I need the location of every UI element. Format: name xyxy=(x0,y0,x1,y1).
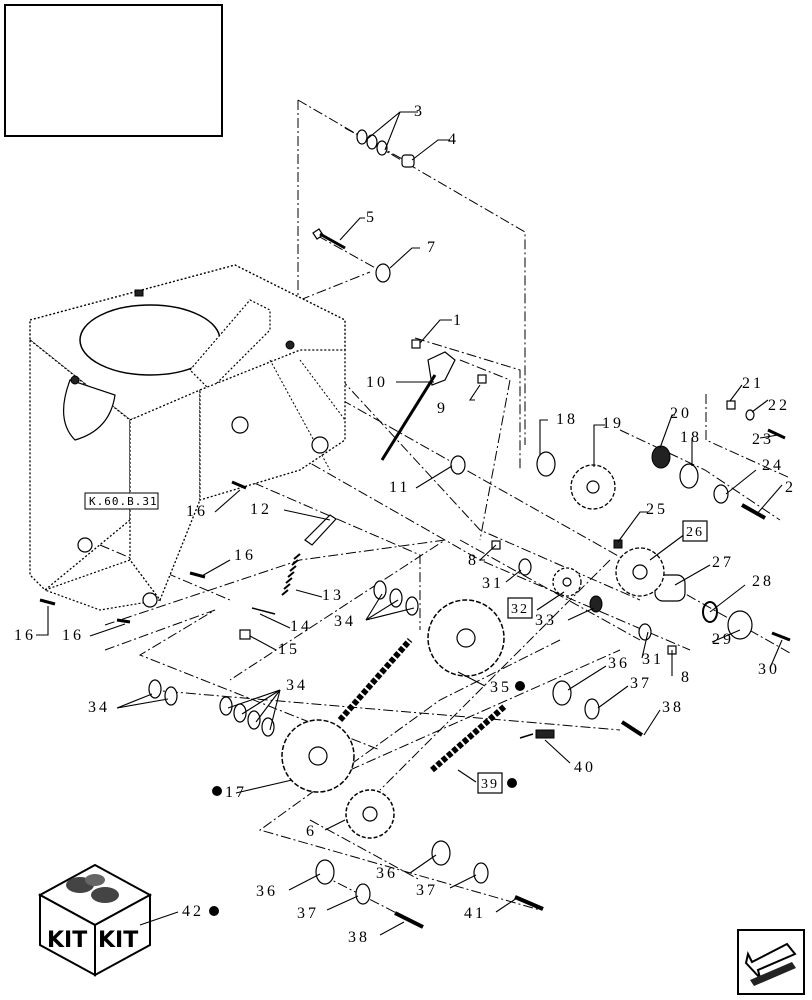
title-block-box xyxy=(4,4,223,137)
callout-8-upper: 8 xyxy=(468,552,479,569)
parts xyxy=(39,129,791,929)
callout-25: 25 xyxy=(646,501,668,518)
kit-icon: KIT KIT xyxy=(37,863,153,977)
callout-27: 27 xyxy=(712,554,734,571)
callout-4: 4 xyxy=(448,131,459,148)
callout-21: 21 xyxy=(742,375,764,392)
arrow-back-icon xyxy=(744,942,797,986)
callout-37-c: 37 xyxy=(297,905,319,922)
callout-17: 17 xyxy=(225,784,247,801)
callout-16-a: 16 xyxy=(186,503,208,520)
kit-label-left: KIT xyxy=(47,928,87,953)
callout-26: 26 xyxy=(686,525,704,540)
callout-20: 20 xyxy=(670,405,692,422)
callout-22: 22 xyxy=(768,397,790,414)
frame-reference-text: K.60.B.31 xyxy=(89,495,158,508)
callout-16-d: 16 xyxy=(62,627,84,644)
sprocket-19 xyxy=(570,464,616,510)
callout-31-a: 31 xyxy=(482,575,504,592)
callout-labels: 1 2 3 4 5 6 7 8 8 9 10 11 12 13 14 15 16… xyxy=(14,103,796,946)
callout-38-b: 38 xyxy=(348,929,370,946)
callout-decorations xyxy=(209,520,708,916)
callout-33: 33 xyxy=(535,612,557,629)
sprockets xyxy=(281,464,665,839)
callout-40: 40 xyxy=(574,759,596,776)
callout-30: 30 xyxy=(758,661,780,678)
sprocket-17 xyxy=(281,719,355,793)
callout-34-b: 34 xyxy=(88,699,110,716)
callout-16-b: 16 xyxy=(234,547,256,564)
callout-32: 32 xyxy=(511,602,529,617)
callout-37-a: 37 xyxy=(630,675,652,692)
roller-chains xyxy=(337,638,507,773)
sprocket-35 xyxy=(427,599,505,677)
callout-36-b: 36 xyxy=(376,865,398,882)
callout-19: 19 xyxy=(602,415,624,432)
callout-11: 11 xyxy=(389,479,410,496)
callout-16-c: 16 xyxy=(14,627,36,644)
callout-14: 14 xyxy=(290,618,312,635)
callout-23: 23 xyxy=(752,431,774,448)
callout-7: 7 xyxy=(427,239,438,256)
callout-41: 41 xyxy=(464,905,486,922)
callout-6: 6 xyxy=(306,823,317,840)
feeder-housing-frame xyxy=(29,264,346,611)
callout-15: 15 xyxy=(278,641,300,658)
callout-2: 2 xyxy=(785,479,796,496)
callout-1: 1 xyxy=(453,312,464,329)
callout-10: 10 xyxy=(366,374,388,391)
callout-36-c: 36 xyxy=(256,883,278,900)
callout-39: 39 xyxy=(481,777,499,792)
callout-13: 13 xyxy=(322,587,344,604)
callout-leaders xyxy=(36,111,783,936)
callout-12: 12 xyxy=(250,501,272,518)
callout-34-c: 34 xyxy=(286,677,308,694)
callout-3: 3 xyxy=(414,103,425,120)
callout-31-b: 31 xyxy=(642,651,664,668)
callout-18-b: 18 xyxy=(680,429,702,446)
callout-29: 29 xyxy=(712,631,734,648)
callout-18-a: 18 xyxy=(556,411,578,428)
callout-42: 42 xyxy=(182,903,204,920)
callout-9: 9 xyxy=(437,400,448,417)
callout-36-a: 36 xyxy=(608,655,630,672)
callout-8-lower: 8 xyxy=(681,669,692,686)
callout-24: 24 xyxy=(762,457,784,474)
kit-label-right: KIT xyxy=(98,928,138,953)
callout-28: 28 xyxy=(752,573,774,590)
sprocket-26 xyxy=(615,547,665,597)
callout-5: 5 xyxy=(366,209,377,226)
callout-37-b: 37 xyxy=(416,882,438,899)
callout-35: 35 xyxy=(490,679,512,696)
sprocket-6 xyxy=(345,789,395,839)
callout-38-a: 38 xyxy=(662,699,684,716)
sprocket-32 xyxy=(552,567,582,597)
frame-reference-tag: K.60.B.31 xyxy=(84,492,159,510)
callout-34-a: 34 xyxy=(334,613,356,630)
navigate-back-button[interactable] xyxy=(737,929,805,995)
